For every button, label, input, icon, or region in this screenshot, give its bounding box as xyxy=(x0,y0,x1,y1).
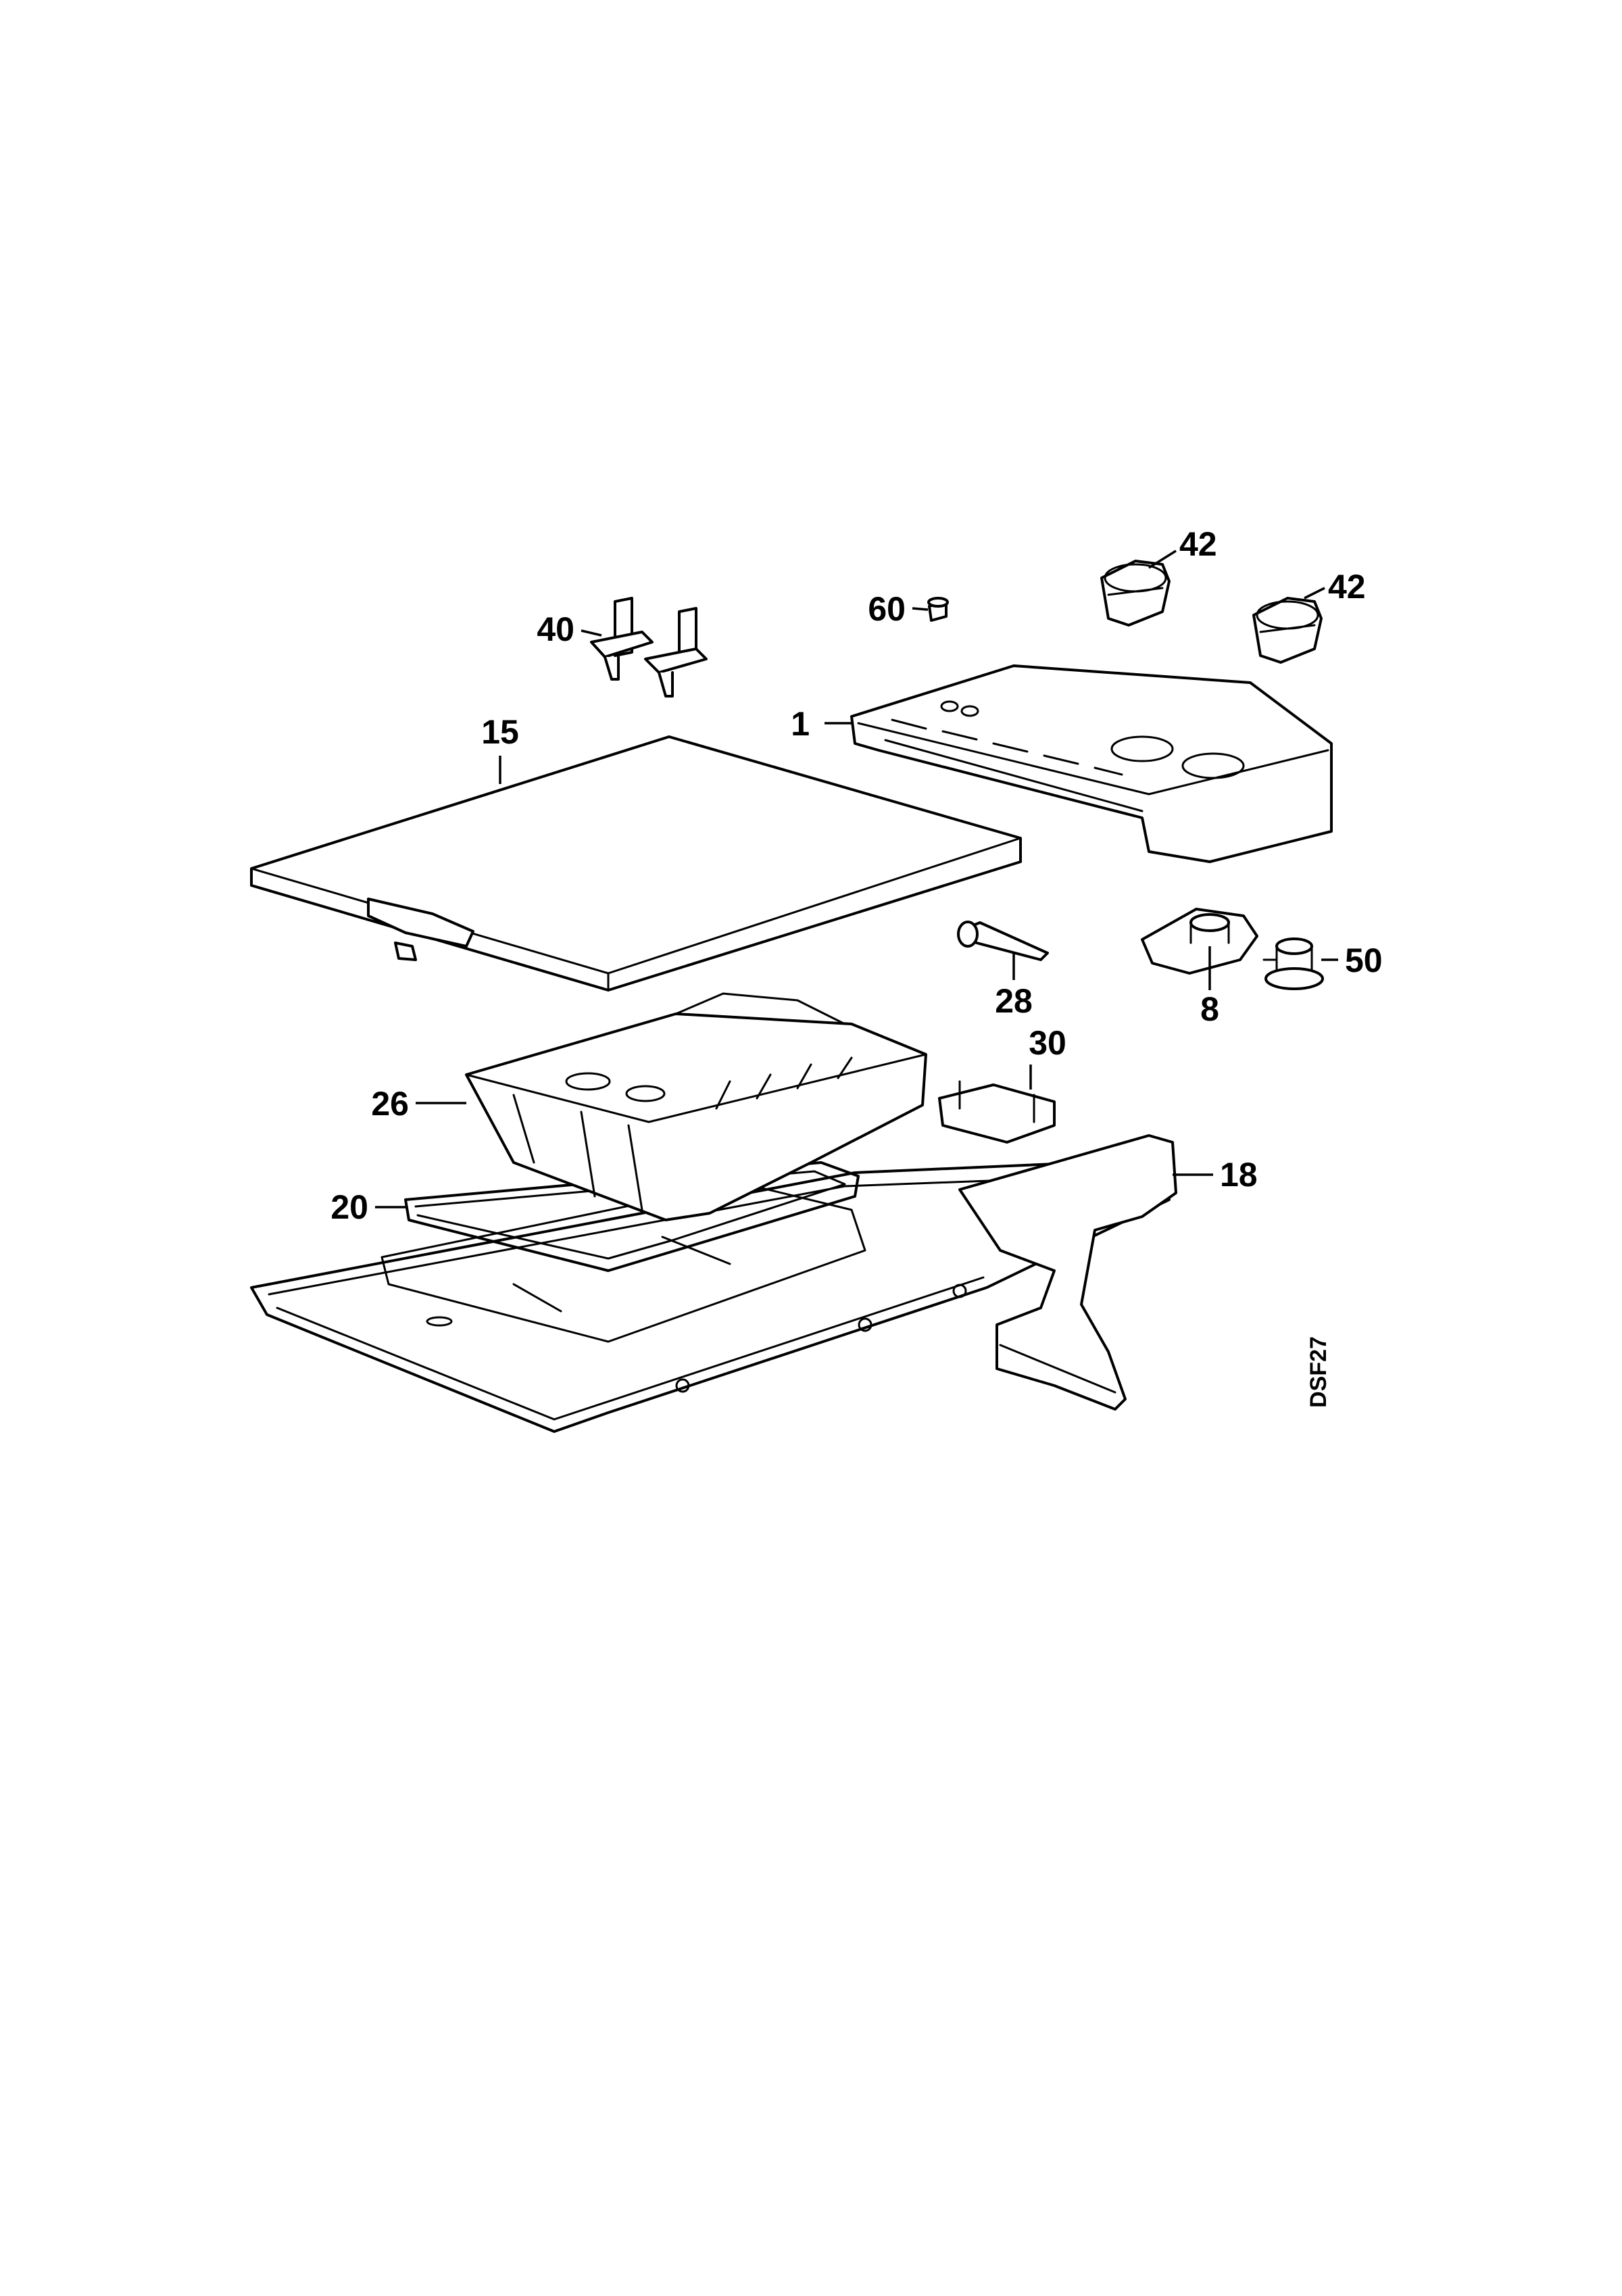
callout-20: 20 xyxy=(330,1188,368,1226)
callout-50: 50 xyxy=(1345,942,1383,979)
callout-1: 1 xyxy=(791,705,810,743)
callout-8: 8 xyxy=(1200,990,1219,1028)
valve-plate-part xyxy=(1141,908,1258,975)
hinge-bracket-part xyxy=(938,1080,1056,1144)
callout-15: 15 xyxy=(481,713,519,751)
plug-part xyxy=(927,597,949,622)
callout-40: 40 xyxy=(537,610,574,648)
callout-28: 28 xyxy=(995,982,1033,1020)
valve-part xyxy=(1262,937,1324,990)
pin-part xyxy=(957,921,1049,961)
switch-pair-part xyxy=(590,597,708,698)
callout-42-second: 42 xyxy=(1328,568,1366,606)
callout-60: 60 xyxy=(868,590,906,628)
callout-labels: 1 8 15 18 20 26 28 30 40 42 42 50 60 DSF… xyxy=(330,525,1382,1408)
callout-18: 18 xyxy=(1220,1156,1258,1194)
base-frame-part xyxy=(250,1134,1177,1433)
top-lid-part xyxy=(250,735,1022,992)
leader-lines xyxy=(375,549,1338,1208)
knob-part-1 xyxy=(1100,560,1171,627)
callout-42-first: 42 xyxy=(1179,525,1217,563)
knob-part-2 xyxy=(1252,597,1323,664)
callout-30: 30 xyxy=(1029,1024,1066,1062)
drawing-code: DSF27 xyxy=(1306,1336,1331,1408)
callout-26: 26 xyxy=(371,1085,409,1123)
dispenser-part xyxy=(465,992,927,1221)
control-panel-part xyxy=(850,664,1333,863)
